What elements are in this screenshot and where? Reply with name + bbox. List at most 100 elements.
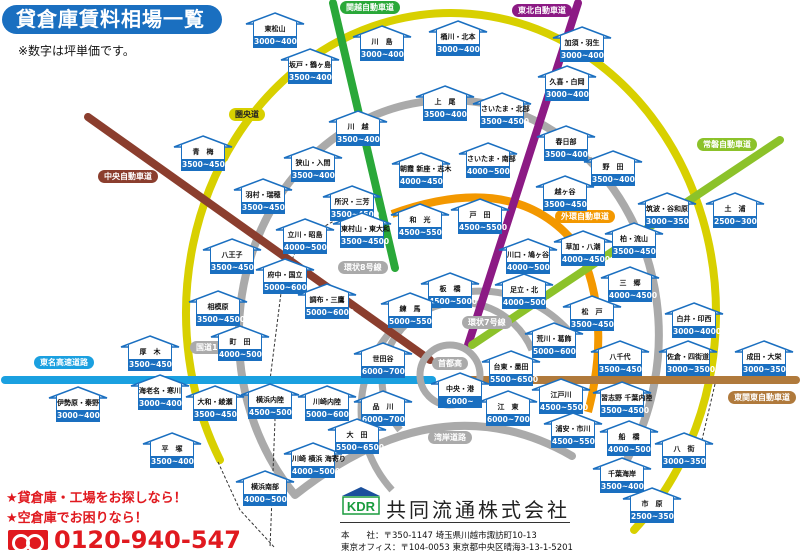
- area-name: 土 浦: [724, 205, 746, 213]
- area-price: 3500~4500: [601, 405, 650, 416]
- area-name: 川 越: [347, 123, 369, 131]
- area-price: 3500~4000: [292, 170, 341, 181]
- area-price: 4500~5000: [249, 407, 298, 418]
- area-name: 川崎 横浜 海寄り: [292, 455, 346, 463]
- area-name: 羽村・瑞穂: [245, 191, 281, 199]
- area-name: 調布・三鷹: [309, 296, 345, 304]
- area-price: 4000~4500: [400, 176, 449, 187]
- area-price: 3000~3500: [663, 456, 712, 467]
- area-price: 2500~3000: [714, 216, 763, 227]
- area-marker: 海老名・寒川 3000~4000: [130, 374, 190, 416]
- area-name: 佐倉・四街道: [667, 353, 709, 361]
- area-card: 柏・流山 3500~4500: [612, 232, 662, 258]
- area-card: 狭山・入間 3500~4000: [291, 156, 341, 182]
- area-name: 平 塚: [161, 445, 183, 453]
- area-price: 2500~3500: [631, 511, 680, 522]
- area-name: 大和・綾瀬: [197, 398, 233, 406]
- area-name: 市 原: [641, 500, 663, 508]
- area-price: 5500~6500: [490, 374, 539, 385]
- area-marker: 土 浦 2500~3000: [705, 192, 765, 234]
- page-title: 貸倉庫賃料相場一覧: [2, 5, 222, 34]
- area-marker: 調布・三鷹 5000~6000: [297, 283, 357, 325]
- area-name: 筑波・谷和原: [646, 205, 688, 213]
- area-marker: 筑波・谷和原 3000~3500: [637, 192, 697, 234]
- road-label-joban: 常磐自動車道: [697, 138, 757, 151]
- area-name: 三 郷: [619, 279, 641, 287]
- area-name: 八千代: [609, 353, 631, 361]
- area-name: 川 島: [371, 38, 393, 46]
- road-label-chuo: 中央自動車道: [98, 170, 158, 183]
- area-price: 3000~3500: [646, 216, 695, 227]
- hq-address: 本 社：〒350-1147 埼玉県川越市諏訪町10-13: [341, 531, 537, 541]
- area-card: 川崎 横浜 海寄り 4000~5000: [291, 452, 346, 478]
- area-name: 越ヶ谷: [554, 188, 576, 196]
- area-name: 千葉海岸: [608, 470, 636, 478]
- area-name: 立川・昭島: [287, 231, 323, 239]
- area-name: 柏・流山: [620, 235, 648, 243]
- area-price: 3000~3500: [667, 364, 716, 375]
- area-name: 厚 木: [139, 348, 161, 356]
- area-name: 横浜内陸: [256, 396, 284, 404]
- area-price: 3000~4000: [139, 398, 188, 409]
- area-price: 3500~4000: [592, 174, 641, 185]
- area-card: 市 原 2500~3500: [630, 497, 680, 523]
- road-label-kanjo7: 環状7号線: [462, 316, 512, 329]
- area-name: 海老名・寒川: [139, 387, 181, 395]
- area-price: 4000~5000: [292, 466, 341, 477]
- company-logo: KDR: [342, 487, 380, 515]
- chuo-road: [84, 113, 434, 364]
- area-price: 3500~4000: [289, 72, 338, 83]
- area-price: 3500~4500: [613, 246, 662, 257]
- area-name: 台東・墨田: [493, 363, 529, 371]
- area-price: 5000~6000: [306, 307, 355, 318]
- area-name: 狭山・入間: [295, 159, 331, 167]
- area-price: 3500~4500: [331, 209, 380, 220]
- area-price: 5000~6000: [264, 282, 313, 293]
- area-price: 3500~4000: [545, 149, 594, 160]
- area-price: 3500~4500: [197, 314, 246, 325]
- area-card: 横浜内陸 4500~5000: [248, 393, 298, 419]
- area-price: 4000~5000: [503, 297, 552, 308]
- area-name: 江戸川: [550, 391, 572, 399]
- area-name: 浦安・市川: [555, 425, 591, 433]
- area-price: 3500~4000: [601, 481, 650, 492]
- area-name: 春日部: [555, 138, 577, 146]
- phone-number[interactable]: 0120-940-547: [8, 528, 241, 552]
- area-price: 3000~3500: [743, 364, 792, 375]
- cta-line-1: ★貸倉庫・工場をお探しなら！: [6, 491, 187, 506]
- area-name: 朝霞 新座・志木: [400, 165, 452, 173]
- area-marker: 柏・流山 3500~4500: [604, 222, 664, 264]
- area-card: 千葉海岸 3500~4000: [600, 467, 650, 493]
